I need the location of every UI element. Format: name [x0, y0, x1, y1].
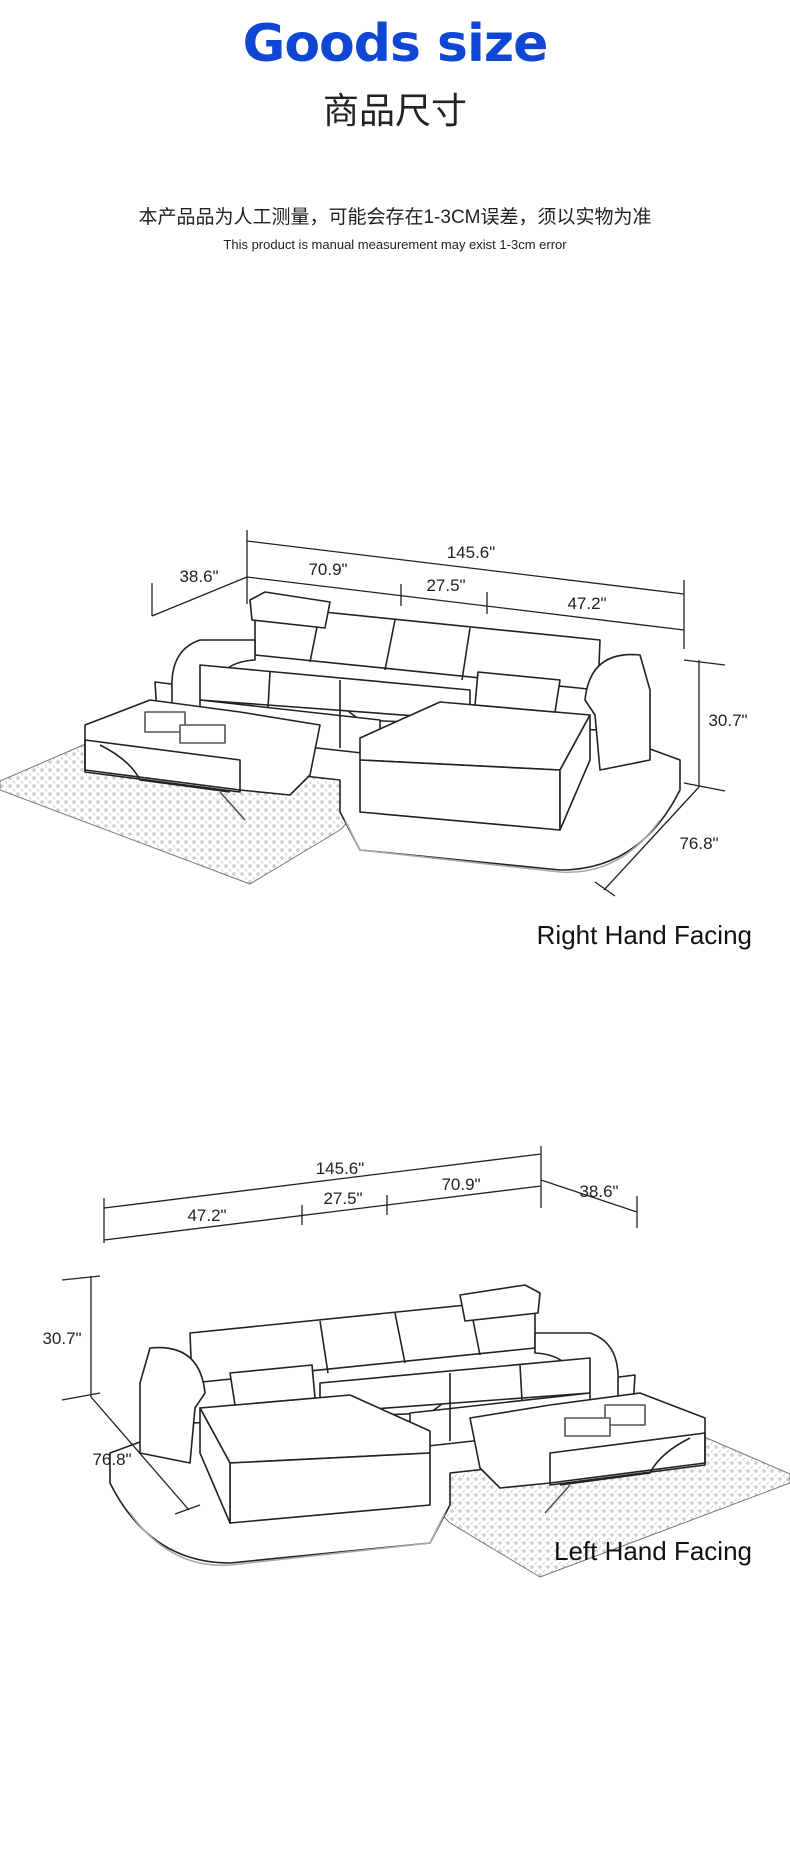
- rh-chaise-length: 76.8": [679, 834, 719, 853]
- measurement-note-cn: 本产品品为人工测量，可能会存在1-3CM误差，须以实物为准: [138, 207, 652, 228]
- rh-height: 30.7": [708, 711, 748, 730]
- lh-seg-1: 47.2": [187, 1206, 227, 1225]
- rh-depth-left: 38.6": [179, 567, 219, 586]
- rh-seg-3: 47.2": [567, 594, 607, 613]
- lh-total-length: 145.6": [315, 1159, 365, 1178]
- lh-caption: Left Hand Facing: [553, 1536, 752, 1566]
- rh-seg-2: 27.5": [426, 576, 466, 595]
- left-hand-dimension-lines: [61, 1146, 638, 1515]
- rh-caption: Right Hand Facing: [536, 920, 752, 950]
- lh-seg-3: 70.9": [441, 1175, 481, 1194]
- left-hand-sofa-drawing: [109, 1284, 790, 1578]
- right-hand-dimension-lines: [151, 530, 726, 897]
- lh-depth-right: 38.6": [579, 1182, 619, 1201]
- right-hand-sofa-drawing: [0, 591, 681, 885]
- lh-chaise-length: 76.8": [92, 1450, 132, 1469]
- page-title: Goods size: [242, 14, 549, 74]
- rh-total-length: 145.6": [446, 543, 496, 562]
- rh-seg-1: 70.9": [308, 560, 348, 579]
- measurement-note-en: This product is manual measurement may e…: [223, 237, 567, 252]
- page-subtitle-cn: 商品尺寸: [322, 90, 467, 131]
- lh-height: 30.7": [42, 1329, 82, 1348]
- lh-seg-2: 27.5": [323, 1189, 363, 1208]
